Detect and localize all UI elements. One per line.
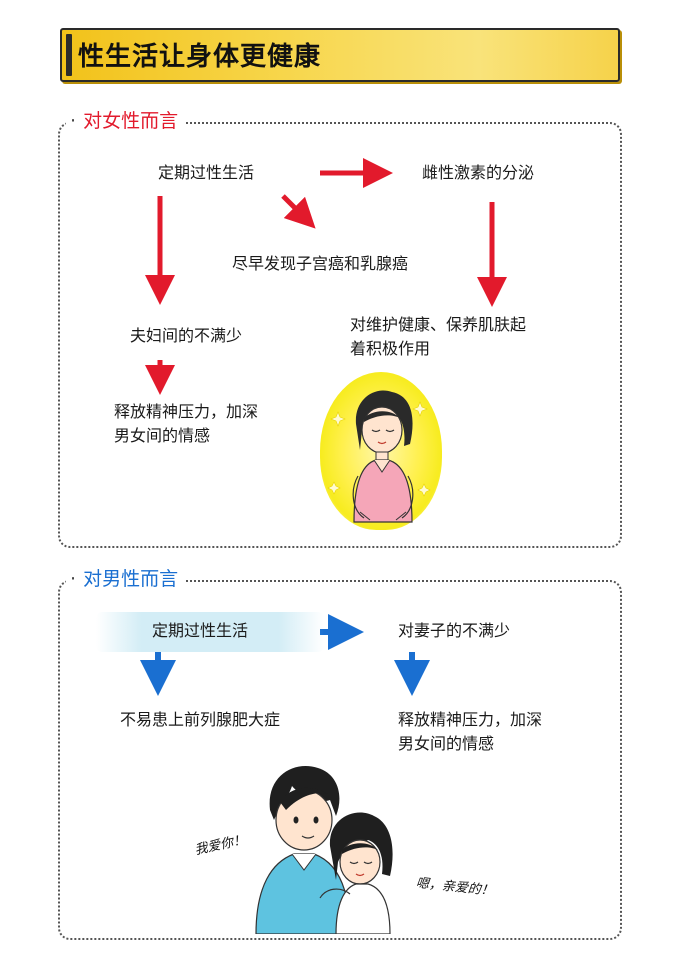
male-node-release: 释放精神压力，加深 男女间的情感	[398, 708, 542, 756]
page-title: 性生活让身体更健康	[78, 42, 322, 72]
female-heading: 对女性而言	[83, 110, 179, 132]
male-section	[58, 580, 622, 940]
title-dots-decor: ·	[70, 110, 78, 132]
female-release-line1: 释放精神压力，加深	[114, 402, 259, 421]
male-highlight-wash	[96, 612, 324, 652]
female-node-hormone: 雌性激素的分泌	[422, 163, 535, 182]
woman-illustration	[327, 390, 431, 523]
arrow-icon-diagonal-female	[281, 194, 316, 229]
couple-illustration	[255, 765, 393, 934]
female-node-less-dissatisfaction: 夫妇间的不满少	[130, 326, 243, 345]
male-release-line1: 释放精神压力，加深	[398, 710, 543, 729]
female-node-early-detect: 尽早发现子宫癌和乳腺癌	[232, 254, 409, 273]
male-node-regular-sex: 定期过性生活	[152, 621, 249, 640]
female-node-regular-sex: 定期过性生活	[158, 163, 255, 182]
female-section	[58, 122, 622, 548]
female-release-line2: 男女间的情感	[114, 426, 211, 445]
female-node-release: 释放精神压力，加深 男女间的情感	[114, 400, 258, 448]
male-node-wife-less-dissatisfaction: 对妻子的不满少	[398, 621, 511, 640]
male-node-prostate: 不易患上前列腺肥大症	[120, 710, 281, 729]
title-dots-decor: ·	[70, 568, 78, 590]
female-node-skin: 对维护健康、保养肌肤起 着积极作用	[350, 313, 526, 361]
male-section-title: · 对男性而言	[66, 567, 187, 591]
male-release-line2: 男女间的情感	[398, 734, 495, 753]
female-skin-line1: 对维护健康、保养肌肤起	[350, 315, 527, 334]
female-section-title: · 对女性而言	[66, 109, 187, 133]
title-banner	[60, 28, 620, 82]
female-skin-line2: 着积极作用	[350, 339, 431, 358]
male-heading: 对男性而言	[83, 568, 179, 590]
